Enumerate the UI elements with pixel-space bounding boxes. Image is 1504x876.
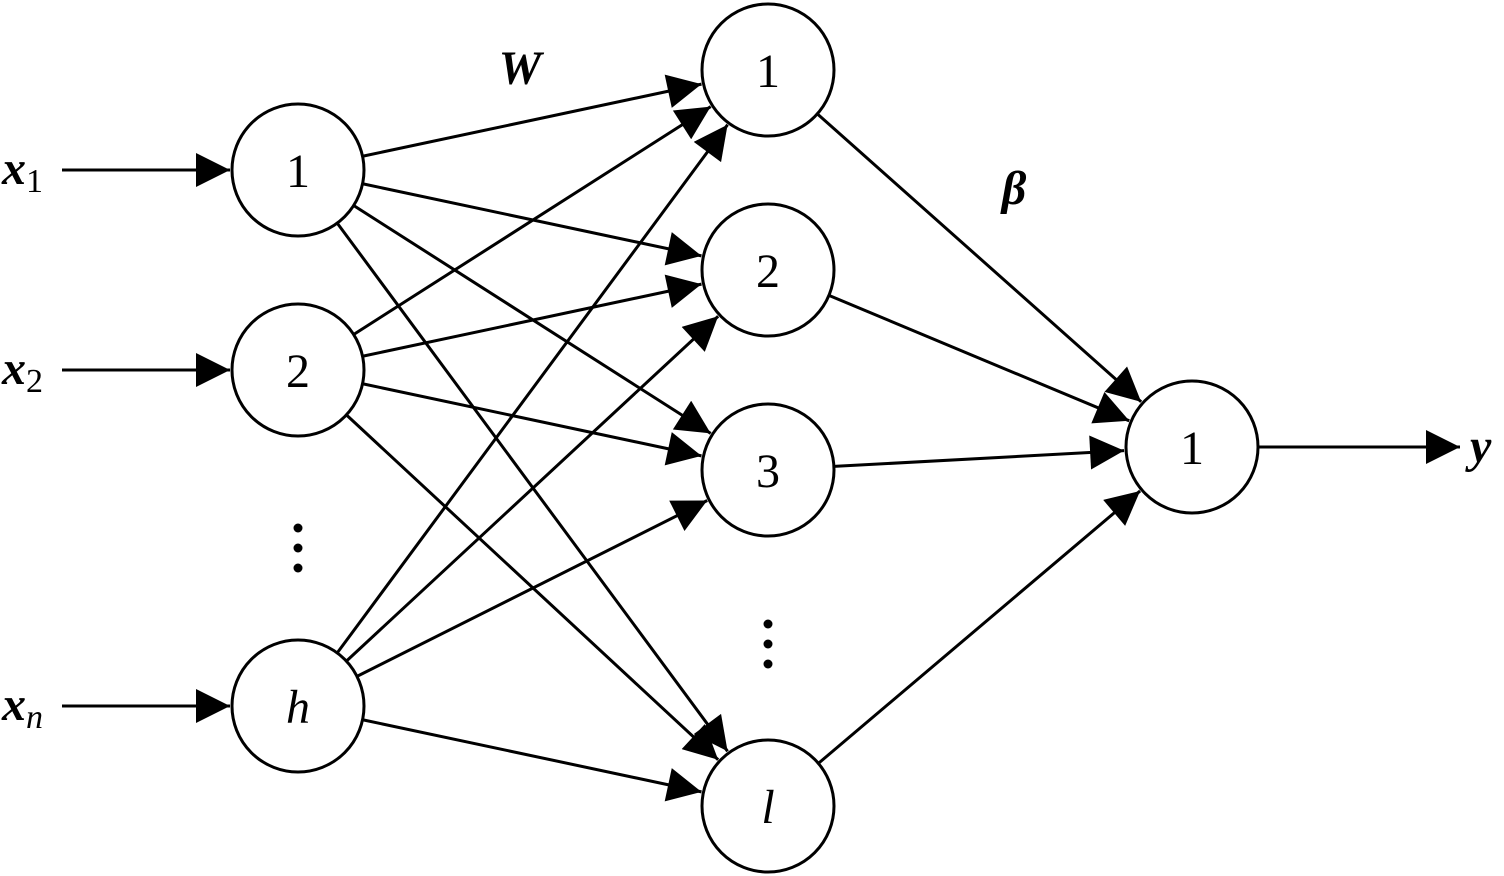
- input-label-2: x2: [1, 342, 43, 400]
- input-node-2: 2: [230, 302, 366, 438]
- edge-input-3-hidden-1: [336, 123, 729, 654]
- hidden-ellipsis: [763, 619, 773, 669]
- hidden-node-label-4: l: [761, 781, 774, 834]
- edge-input-3-hidden-2: [345, 315, 720, 663]
- input-label-sub-3: n: [26, 699, 43, 736]
- input-node-label-1: 1: [286, 145, 310, 198]
- hidden-node-label-3: 3: [756, 445, 780, 498]
- input-label-3: xn: [1, 678, 43, 736]
- edge-input-3-hidden-4: [362, 718, 702, 802]
- hidden-node-1: 1: [700, 2, 836, 138]
- output-node-1: 1: [1124, 379, 1260, 515]
- edge-input-2-hidden-3: [362, 382, 702, 466]
- hidden-node-circle-1: [700, 2, 836, 138]
- input-label-base-1: x: [1, 142, 26, 195]
- output-node-label-1: 1: [1180, 422, 1204, 475]
- nodes: 1 2 h 1 2 3 l 1: [230, 2, 1260, 874]
- input-label-sub-2: 2: [26, 363, 43, 400]
- input-ellipsis: [293, 523, 303, 573]
- input-node-label-3: h: [286, 681, 310, 734]
- edge-hidden-4-output-1: [817, 489, 1142, 765]
- input-node-3: h: [230, 638, 366, 774]
- hidden-node-circle-3: [700, 402, 836, 538]
- hidden-node-4: l: [700, 738, 836, 874]
- input-node-label-2: 2: [286, 345, 310, 398]
- edge-input-3-hidden-3: [356, 499, 708, 678]
- input-label-base-2: x: [1, 342, 26, 395]
- edge-hidden-3-output-1: [833, 435, 1125, 470]
- edge-input-1-hidden-1: [362, 74, 702, 158]
- hidden-node-circle-2: [700, 202, 836, 338]
- hidden-node-3: 3: [700, 402, 836, 538]
- edges: [62, 74, 1460, 802]
- output-node-circle-1: [1124, 379, 1260, 515]
- edge-input-2-hidden-2: [362, 274, 702, 358]
- weight-label-w: W: [499, 42, 545, 95]
- output-label: y: [1465, 420, 1492, 473]
- weight-label-beta: β: [1000, 162, 1027, 215]
- input-label-1: x1: [1, 142, 43, 200]
- edge-hidden-2-output-1: [828, 294, 1130, 424]
- hidden-node-label-1: 1: [756, 45, 780, 98]
- edge-hidden-1-output-1: [816, 112, 1143, 403]
- input-label-sub-1: 1: [26, 163, 43, 200]
- hidden-node-2: 2: [700, 202, 836, 338]
- hidden-node-label-2: 2: [756, 245, 780, 298]
- input-node-circle-1: [230, 102, 366, 238]
- input-node-circle-2: [230, 302, 366, 438]
- hidden-node-circle-4: [700, 738, 836, 874]
- input-label-base-3: x: [1, 678, 26, 731]
- input-node-1: 1: [230, 102, 366, 238]
- input-node-circle-3: [230, 638, 366, 774]
- edge-input-2-hidden-1: [352, 105, 712, 336]
